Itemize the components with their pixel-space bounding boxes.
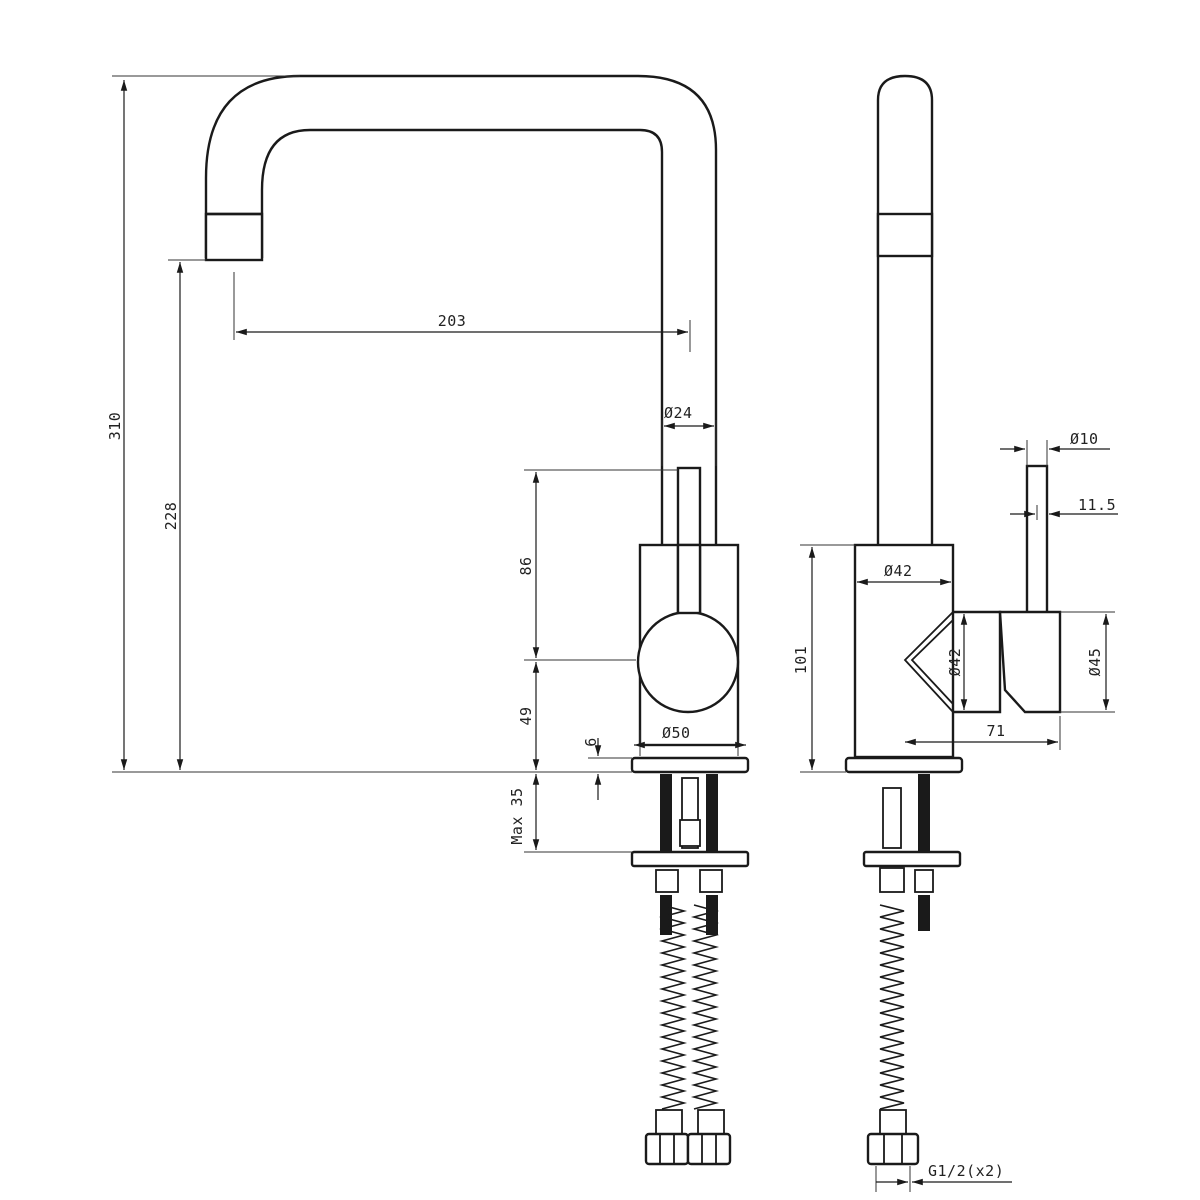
dim-label-86: 86 — [517, 556, 535, 575]
dim-label-11-5: 11.5 — [1078, 496, 1116, 514]
spout-outline — [204, 74, 718, 545]
hose-springs-front — [658, 904, 720, 1110]
dim-label-g12: G1/2(x2) — [928, 1162, 1004, 1180]
hex-nut-right — [686, 1132, 732, 1166]
dim-label-d45: Ø45 — [1086, 648, 1104, 677]
front-dimensions: 310 228 203 Ø24 86 49 Max 35 Ø50 — [106, 75, 746, 853]
dim-label-228: 228 — [162, 502, 180, 531]
side-lever-hub — [998, 610, 1062, 714]
dim-label-203: 203 — [438, 312, 467, 330]
stud-right — [706, 774, 718, 852]
stud-left — [660, 774, 672, 852]
dim-label-d50: Ø50 — [662, 724, 691, 742]
base-plate — [630, 756, 750, 774]
dim-label-71: 71 — [986, 722, 1005, 740]
mounting-plate — [630, 850, 750, 868]
dim-label-101: 101 — [792, 646, 810, 675]
dim-label-d24: Ø24 — [664, 404, 693, 422]
side-dimensions: 101 Ø42 Ø42 Ø10 11.5 Ø45 71 G1/2(x2) — [792, 430, 1118, 1192]
dim-label-d42-top: Ø42 — [884, 562, 913, 580]
dim-label-6: 6 — [582, 737, 600, 747]
handle-disk — [636, 610, 740, 714]
hose-spring-side — [879, 904, 905, 1110]
front-view — [204, 74, 750, 1166]
dim-label-d10: Ø10 — [1070, 430, 1099, 448]
side-hex-nut — [866, 1132, 920, 1166]
hex-nut-left — [644, 1132, 690, 1166]
dim-label-max35: Max 35 — [508, 787, 526, 844]
side-view — [844, 74, 1062, 1166]
spout-inner-outline — [260, 128, 664, 545]
dim-label-d42-outlet: Ø42 — [946, 648, 964, 677]
side-lever-stem — [1025, 464, 1049, 618]
dim-label-49: 49 — [517, 706, 535, 725]
side-spout — [876, 74, 934, 545]
dim-label-310: 310 — [106, 412, 124, 441]
aerator — [204, 212, 264, 262]
